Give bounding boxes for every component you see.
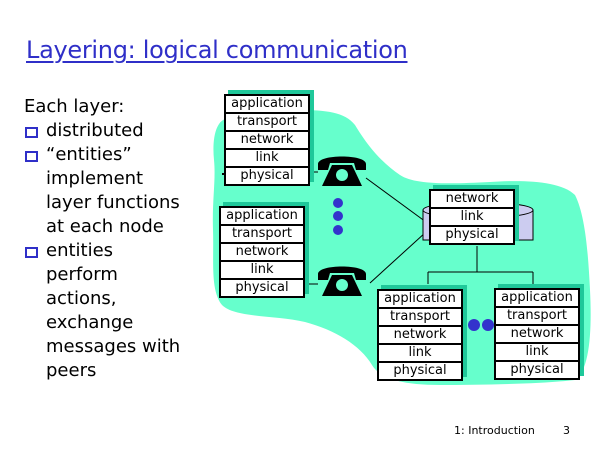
footer-section-label: 1: Introduction <box>454 424 535 437</box>
bullet-line: implement <box>46 168 144 189</box>
ellipsis-dots-icon <box>333 198 343 235</box>
layer-link: link <box>226 150 308 168</box>
bullet-line: at each node <box>46 216 164 237</box>
bullet-line: “entities” <box>46 144 132 165</box>
bullet-line: entities <box>46 240 114 261</box>
bullet-square-icon <box>25 151 38 162</box>
slide-title: Layering: logical communication <box>26 36 408 64</box>
footer-page-number: 3 <box>563 424 570 437</box>
layer-physical: physical <box>445 227 499 242</box>
protocol-stack-host-top: application transport network link physi… <box>224 94 310 186</box>
layer-application: application <box>226 96 308 114</box>
bullet-item: “entities” implement layer functions at … <box>24 143 209 239</box>
bullet-line: layer functions <box>46 192 180 213</box>
bullet-line: messages with <box>46 336 181 357</box>
layer-transport: transport <box>226 114 308 132</box>
layer-link: link <box>431 209 513 227</box>
layer-network: network <box>431 191 513 209</box>
layer-application: application <box>379 291 461 309</box>
layer-link: link <box>221 262 303 280</box>
layer-network: network <box>379 327 461 345</box>
telephone-icon <box>318 266 366 296</box>
layer-network: network <box>221 244 303 262</box>
layer-network: network <box>226 132 308 150</box>
bullet-line: actions, <box>46 288 117 309</box>
ellipsis-dots-icon <box>468 319 494 331</box>
layer-network: network <box>496 326 578 344</box>
bullet-line: distributed <box>46 120 144 141</box>
layer-physical: physical <box>240 168 294 183</box>
layer-application: application <box>496 290 578 308</box>
bullet-square-icon <box>25 247 38 258</box>
link-line <box>369 231 427 284</box>
bullet-item: entities perform actions, exchange messa… <box>24 239 209 383</box>
layer-transport: transport <box>221 226 303 244</box>
layer-link: link <box>496 344 578 362</box>
bullet-square-icon <box>25 127 38 138</box>
layer-physical: physical <box>393 363 447 378</box>
bullet-list: Each layer: distributed “entities” imple… <box>24 95 209 383</box>
layer-physical: physical <box>510 362 564 377</box>
layer-physical: physical <box>235 280 289 295</box>
protocol-stack-router: network link physical <box>429 189 515 245</box>
protocol-stack-host-bottom-right: application transport network link physi… <box>494 288 580 380</box>
bullet-item: distributed <box>24 119 209 143</box>
telephone-icon <box>318 156 366 186</box>
protocol-stack-host-mid: application transport network link physi… <box>219 206 305 298</box>
bullet-line: exchange <box>46 312 134 333</box>
bullet-lead: Each layer: <box>24 96 125 117</box>
bullet-line: peers <box>46 360 97 381</box>
link-line <box>365 177 427 223</box>
bullet-line: perform <box>46 264 118 285</box>
layer-application: application <box>221 208 303 226</box>
protocol-stack-host-bottom-left: application transport network link physi… <box>377 289 463 381</box>
layer-transport: transport <box>379 309 461 327</box>
layer-link: link <box>379 345 461 363</box>
layer-transport: transport <box>496 308 578 326</box>
